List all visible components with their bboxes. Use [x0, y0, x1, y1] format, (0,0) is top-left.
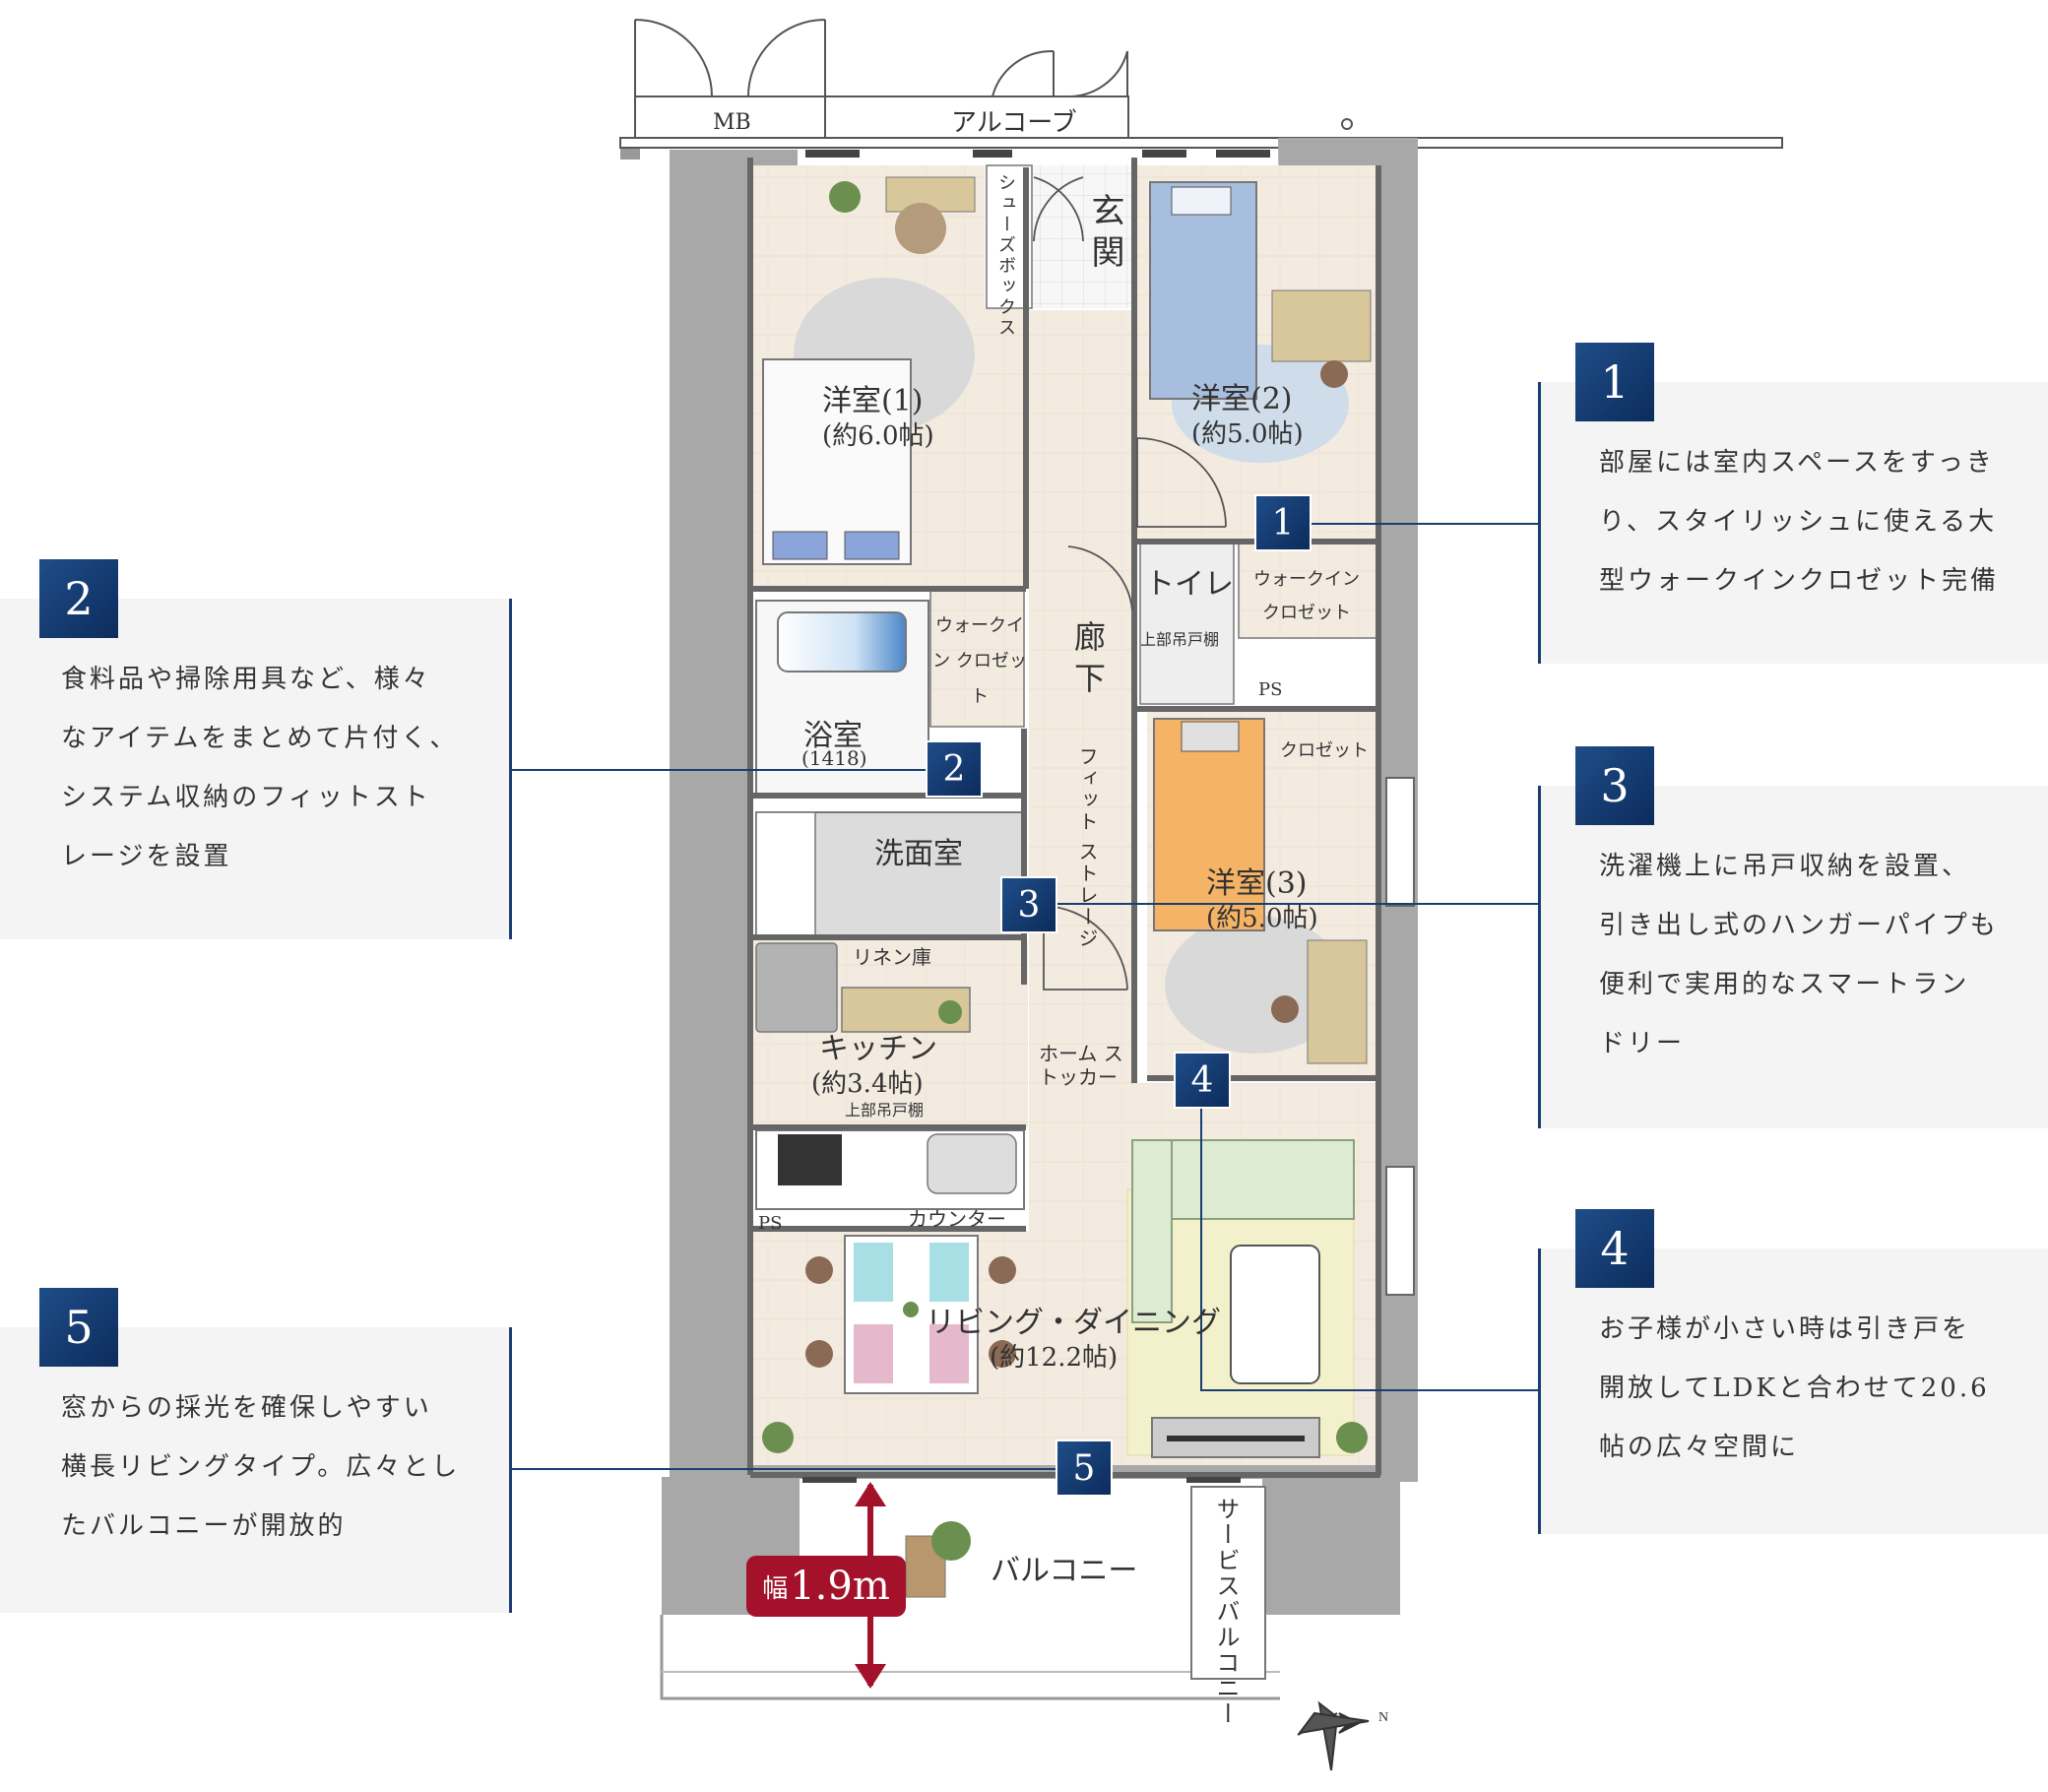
label-toilet: トイレ [1145, 567, 1234, 602]
note-2-line-1: 食料品や掃除用具など、様々 [61, 665, 431, 694]
label-room2-size: (約5.0帖) [1191, 419, 1304, 449]
note-2-text: 食料品や掃除用具など、様々 なアイテムをまとめて片付く、 システム収納のフィット… [61, 650, 458, 886]
label-room3-size: (約5.0帖) [1206, 904, 1318, 933]
balcony-width-badge: 幅 1.9m [746, 1556, 906, 1617]
label-washroom: 洗面室 [874, 837, 963, 871]
note-2-bar [509, 599, 512, 939]
note-5-number: 5 [39, 1288, 118, 1367]
label-bath-name: 浴室 [803, 719, 863, 753]
connector-lines [512, 523, 1538, 1470]
balcony-area [660, 1482, 1280, 1700]
label-wic-right: ウォークイン クロゼット [1253, 569, 1360, 623]
plan-marker-3[interactable]: 3 [1000, 876, 1057, 933]
label-room2-name: 洋室(2) [1191, 382, 1293, 416]
label-balcony: バルコニー [991, 1554, 1138, 1588]
label-kitchen-name: キッチン [819, 1032, 937, 1066]
note-5: 窓からの採光を確保しやすい 横長リビングタイプ。広々とし たバルコニーが開放的 [0, 1327, 512, 1613]
note-1-text: 部屋には室内スペースをすっき り、スタイリッシュに使える大 型ウォークインクロゼ… [1599, 433, 1999, 610]
note-3: 洗濯機上に吊戸収納を設置、 引き出し式のハンガーパイプも 便利で実用的なスマート… [1538, 786, 2048, 1128]
room3-furniture [1153, 718, 1368, 1064]
label-upper-cabinet-kitchen: 上部吊戸棚 [845, 1101, 925, 1120]
note-5-text: 窓からの採光を確保しやすい 横長リビングタイプ。広々とし たバルコニーが開放的 [61, 1378, 460, 1556]
note-2-line-3: システム収納のフィットスト [61, 783, 431, 812]
note-5-line-2: 横長リビングタイプ。広々とし [61, 1452, 461, 1482]
plan-marker-5[interactable]: 5 [1056, 1440, 1113, 1497]
note-1-bar [1538, 382, 1541, 664]
windows [802, 150, 1270, 1485]
label-fit-storage: フィット ストレージ [1075, 746, 1099, 950]
note-4-line-2: 開放してLDKと合わせて20.6 [1599, 1374, 1990, 1403]
note-1: 部屋には室内スペースをすっき り、スタイリッシュに使える大 型ウォークインクロゼ… [1538, 382, 2048, 664]
note-1-line-1: 部屋には室内スペースをすっき [1599, 448, 1995, 478]
label-ps-2: PS [758, 1213, 783, 1234]
label-linen: リネン庫 [853, 945, 931, 969]
note-5-line-3: たバルコニーが開放的 [61, 1511, 347, 1541]
note-3-bar [1538, 786, 1541, 1128]
note-2-number: 2 [39, 559, 118, 638]
label-mb: MB [713, 110, 751, 135]
label-home-stocker: ホーム ストッカー [1039, 1042, 1123, 1089]
label-upper-cabinet-toilet: 上部吊戸棚 [1140, 630, 1220, 649]
label-corridor: 廊下 [1069, 620, 1107, 703]
note-4-number: 4 [1575, 1209, 1654, 1288]
label-living-name: リビング・ダイニング [926, 1306, 1221, 1340]
note-4-line-1: お子様が小さい時は引き戸を [1599, 1314, 1971, 1344]
label-living-size: (約12.2帖) [990, 1343, 1119, 1373]
note-3-line-4: ドリー [1599, 1029, 1686, 1058]
width-prefix: 幅 [762, 1573, 789, 1604]
compass-rose: N [1297, 1700, 1388, 1771]
note-2: 食料品や掃除用具など、様々 なアイテムをまとめて片付く、 システム収納のフィット… [0, 599, 512, 939]
label-closet: クロゼット [1280, 740, 1369, 761]
note-3-line-3: 便利で実用的なスマートラン [1599, 970, 1970, 999]
plan-marker-4[interactable]: 4 [1174, 1052, 1231, 1109]
note-1-number: 1 [1575, 343, 1654, 421]
label-service-balcony: サービスバルコニー [1212, 1497, 1240, 1727]
note-3-line-2: 引き出し式のハンガーパイプも [1599, 911, 1999, 940]
note-3-text: 洗濯機上に吊戸収納を設置、 引き出し式のハンガーパイプも 便利で実用的なスマート… [1599, 837, 1999, 1073]
note-3-number: 3 [1575, 746, 1654, 825]
door-swings [1033, 176, 1227, 991]
note-4: お子様が小さい時は引き戸を 開放してLDKと合わせて20.6 帖の広々空間に [1538, 1248, 2048, 1534]
side-windows [1385, 777, 1415, 1296]
label-room1-name: 洋室(1) [822, 384, 924, 418]
note-4-bar [1538, 1248, 1541, 1534]
plants [762, 1000, 1368, 1453]
note-1-line-2: り、スタイリッシュに使える大 [1599, 507, 1998, 537]
label-wic-left: ウォークイン クロゼット [932, 615, 1027, 707]
plan-marker-2[interactable]: 2 [926, 740, 983, 798]
label-counter: カウンター [908, 1207, 1006, 1231]
note-5-line-1: 窓からの採光を確保しやすい [61, 1393, 432, 1423]
note-2-line-2: なアイテムをまとめて片付く、 [61, 724, 459, 753]
room2-furniture [1149, 181, 1372, 463]
note-2-line-4: レージを設置 [61, 842, 232, 871]
label-room1-size: (約6.0帖) [822, 421, 934, 451]
note-5-bar [509, 1327, 512, 1613]
plan-marker-1[interactable]: 1 [1254, 494, 1312, 551]
label-genkan: 玄関 [1085, 193, 1124, 276]
note-1-line-3: 型ウォークインクロゼット完備 [1599, 566, 2000, 596]
label-kitchen-size: (約3.4帖) [811, 1069, 924, 1099]
width-value: 1.9m [790, 1564, 890, 1609]
label-ps-1: PS [1258, 679, 1283, 700]
interior-walls [747, 158, 1381, 1478]
note-3-line-1: 洗濯機上に吊戸収納を設置、 [1599, 852, 1971, 881]
label-bath-size: (1418) [801, 746, 867, 770]
note-4-text: お子様が小さい時は引き戸を 開放してLDKと合わせて20.6 帖の広々空間に [1599, 1300, 1990, 1477]
svg-text:N: N [1378, 1710, 1388, 1725]
label-room3-name: 洋室(3) [1206, 866, 1308, 901]
note-4-line-3: 帖の広々空間に [1599, 1433, 1800, 1462]
label-alcove: アルコーブ [951, 108, 1077, 138]
room1-furniture [762, 176, 976, 565]
label-shoebox: シューズボックス [995, 173, 1016, 339]
